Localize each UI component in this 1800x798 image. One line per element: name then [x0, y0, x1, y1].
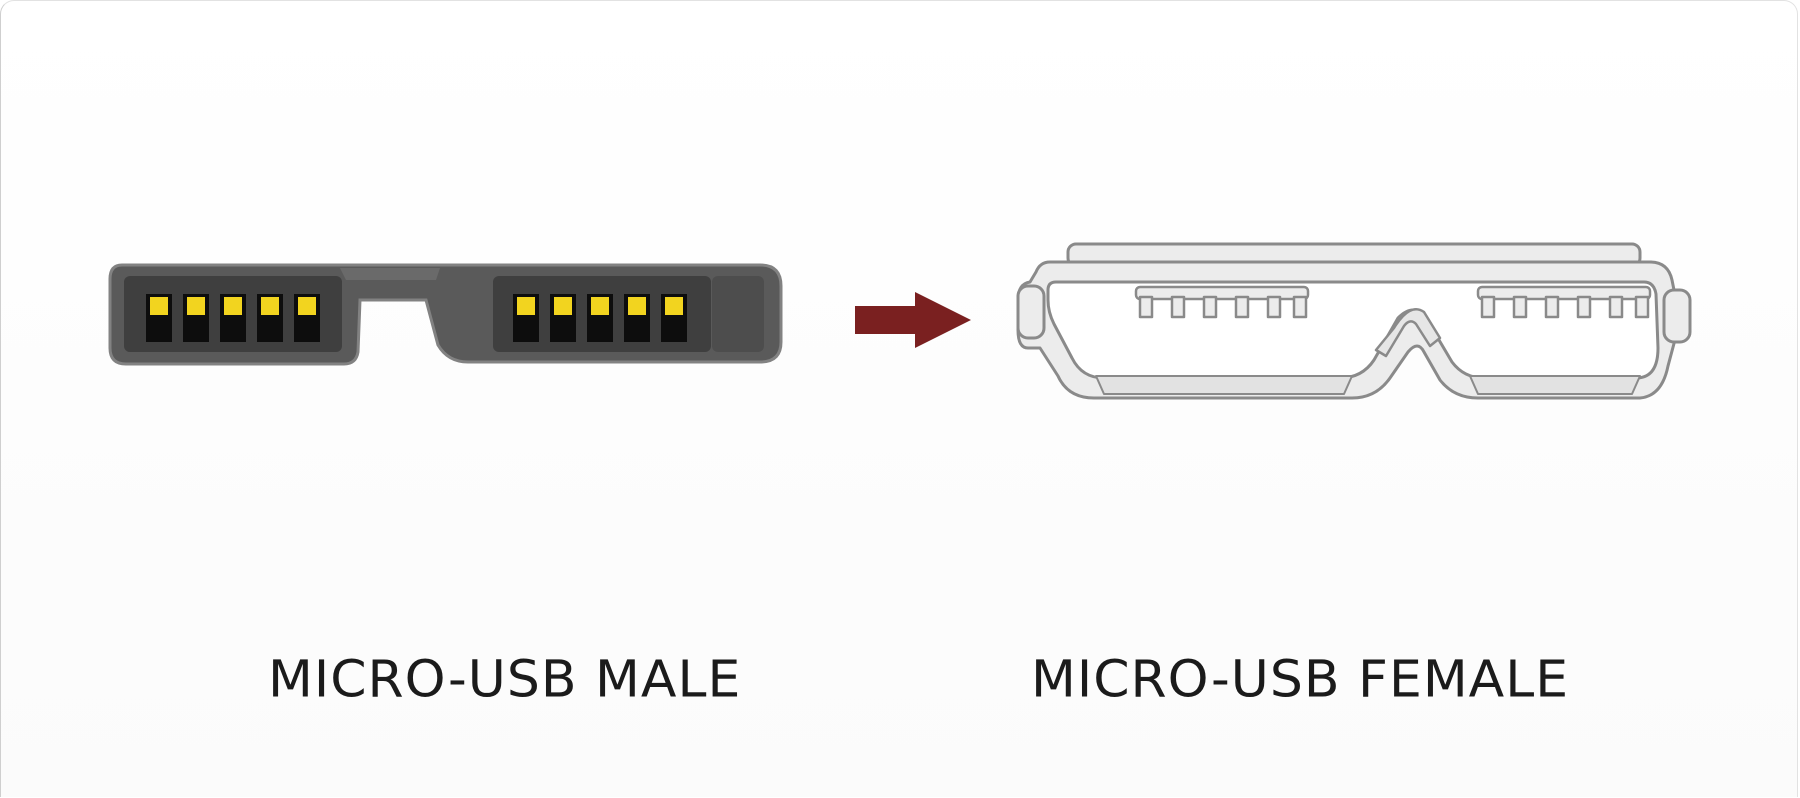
pin	[550, 294, 576, 342]
female-bottom-ledge	[1095, 375, 1353, 395]
right-arrow-icon	[855, 292, 971, 348]
female-bottom-ledge-right	[1469, 375, 1641, 395]
pin	[257, 294, 283, 342]
male-right-end	[712, 276, 764, 352]
micro-usb-male-connector	[108, 263, 783, 366]
female-center-key	[1374, 308, 1442, 358]
pin	[220, 294, 246, 342]
female-left-contacts	[1134, 285, 1310, 319]
male-connector-label: MICRO-USB MALE	[268, 650, 742, 710]
male-right-pins	[513, 294, 687, 342]
female-left-tab	[1016, 284, 1046, 340]
male-bridge	[340, 268, 440, 280]
micro-usb-female-connector	[1016, 242, 1692, 400]
pin	[294, 294, 320, 342]
female-right-contacts	[1476, 285, 1652, 319]
pin	[183, 294, 209, 342]
pin	[661, 294, 687, 342]
pin	[146, 294, 172, 342]
female-connector-label: MICRO-USB FEMALE	[1031, 650, 1570, 710]
female-right-tab	[1662, 288, 1692, 344]
male-left-pins	[146, 294, 320, 342]
female-inner-cavity	[1046, 280, 1660, 380]
pin	[587, 294, 613, 342]
pin	[624, 294, 650, 342]
pin	[513, 294, 539, 342]
